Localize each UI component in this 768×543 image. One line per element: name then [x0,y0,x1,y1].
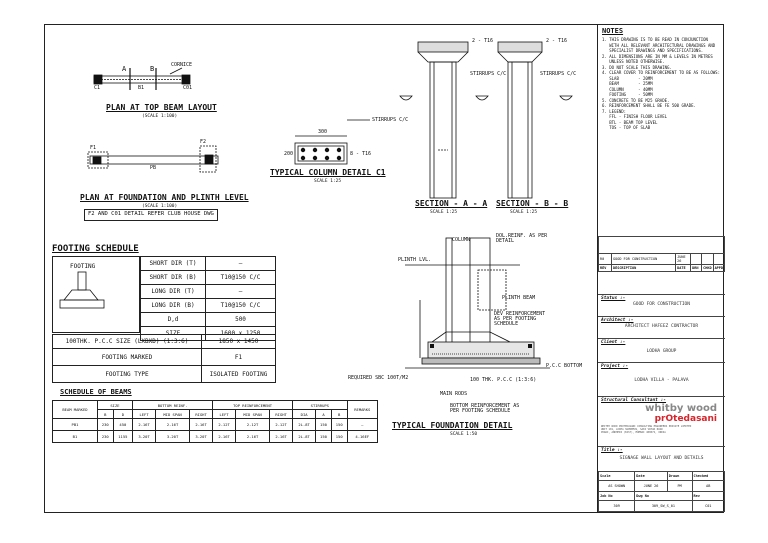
table-row: Scale Date Drawn Checked [597,471,726,481]
sec-a-bars: 2 - T16 [472,38,494,44]
footing-f1-outline [87,151,109,169]
footing-summary-table: 100THK. P.C.C SIZE (LXBXD) (1:3:6)1850 x… [52,334,276,383]
plan-top-title: PLAN AT TOP BEAM LAYOUT [106,103,217,112]
foundation-detail-title: TYPICAL FOUNDATION DETAIL [392,421,513,430]
found-column-label: COLUMN [452,237,471,243]
plan-foundation-title: PLAN AT FOUNDATION AND PLINTH LEVEL [80,193,249,202]
table-row: Job No Dwg No Rev [597,491,726,501]
col-dim-label: 200 [284,151,294,157]
found-dev-note: DEV REINFORCEMENT AS PER FOOTING SCHEDUL… [494,311,546,327]
section-a-column [429,61,457,199]
beam-schedule-title: SCHEDULE OF BEAMS [60,388,132,396]
sec-a-stirrups: STIRRUPS C/C [470,71,507,77]
column-detail-title: TYPICAL COLUMN DETAIL C1 [270,168,386,177]
found-plinth-label: PLINTH LVL. [398,257,432,263]
label-cornice: CORNICE [171,62,193,68]
label-c1: C1 [94,85,101,91]
revision-table: R0 GOOD FOR CONSTRUCTION JUNE 26 REV DES… [598,236,726,272]
table-row: LONG DIR (B)T10@150 C/C [140,298,276,313]
table-row: AS SHOWN JUNE 26 PM AB [597,480,726,492]
column-section [294,142,348,165]
label-a: A [122,65,127,73]
table-row: BEAM MARKED SIZE BOTTOM REINF. TOP REINF… [52,400,379,419]
plan-foundation-scale: (SCALE 1:100) [142,204,178,209]
table-row: LONG DIR (T)— [140,284,276,299]
col-bars-label: 8 - T16 [350,151,372,157]
title-section: Title :- SIGNAGE WALL LAYOUT AND DETAILS [598,446,725,467]
section-b-title: SECTION - B - B [496,199,569,208]
table-row: SHORT DIR (B)T10@150 C/C [140,270,276,285]
section-a-beam [417,41,469,53]
footing-slab [427,341,535,359]
footing-f2-outline [199,145,217,173]
table-row: REV DESCRIPTION DATE DRN CHKD APPD [598,264,726,272]
col-size-label: 300 [318,129,328,135]
label-f1: F1 [90,145,97,151]
logo-line1: whitby wood [645,403,717,414]
found-pcc-label: 100 THK. P.C.C (1:3:6) [470,377,537,383]
found-plinth-beam-label: PLINTH BEAM [502,295,536,301]
label-pb: PB [150,165,157,171]
column-detail-scale: SCALE 1:25 [314,179,342,184]
section-b-beam [497,41,543,53]
section-b-scale: SCALE 1:25 [510,210,538,215]
status-section: Status :- GOOD FOR CONSTRUCTION [598,294,725,315]
architect-section: Architect :- ARCHITECT HAFEEZ CONTRACTOR [598,316,725,337]
client-section: Client :- LODHA GROUP [598,338,725,361]
plan-foundation-note: F2 AND C01 DETAIL REFER CLUB HOUSE DWG [84,209,218,221]
label-f2: F2 [200,139,207,145]
beam-schedule-table: BEAM MARKED SIZE BOTTOM REINF. TOP REINF… [52,400,379,443]
found-pcc-bottom-label: P.C.C BOTTOM [546,363,583,369]
foundation-detail-scale: SCALE 1:50 [450,432,478,437]
table-row: 100THK. P.C.C SIZE (LXBXD) (1:3:6)1850 x… [52,334,276,349]
footing-schedule-table: SHORT DIR (T)— SHORT DIR (B)T10@150 C/C … [140,256,276,341]
pcc-bed [421,357,541,365]
notes-heading: NOTES [602,27,624,35]
sec-b-bars: 2 - T16 [546,38,568,44]
project-section: Project :- LODHA VILLA - PALAVA [598,362,725,395]
plinth-beam-outline [89,155,219,165]
label-b: B [150,65,155,73]
title-block: NOTES 1. THIS DRAWING IS TO BE READ IN C… [597,24,726,513]
found-bars-label: MAIN RODS [440,391,468,397]
label-b1: B1 [138,85,145,91]
label-c01: C01 [183,85,193,91]
footing-sketch-box [52,256,140,333]
notes-text: 1. THIS DRAWING IS TO BE READ IN CONJUNC… [602,37,721,130]
section-b-column [507,61,533,199]
table-row: SHORT DIR (T)— [140,256,276,271]
section-a-title: SECTION - A - A [415,199,488,208]
consultant-section: Structural Consultant :- whitby wood prO… [598,396,725,445]
meta-table: Scale Date Drawn Checked AS SHOWN JUNE 2… [597,471,726,512]
col-stirrups-label: STIRRUPS C/C [372,117,409,123]
drawing-canvas [59,41,573,369]
plan-top-scale: (SCALE 1:100) [142,114,178,119]
section-a-scale: SCALE 1:25 [430,210,458,215]
found-bottom-reinf-label: BOTTOM REINFORCEMENT AS PER FOOTING SCHE… [450,403,520,414]
logo-line2: prOtedasani [654,414,717,424]
footing-label: FOOTING [70,263,96,270]
table-row: 309 309_SW_S_01 C01 [597,500,726,512]
found-soil-label: REQUIRED SBC 100T/M2 [348,375,409,381]
found-colref-label: DOL.REINF. AS PER DETAIL [496,233,548,244]
sec-b-stirrups: STIRRUPS C/C [540,71,577,77]
table-row: R0 GOOD FOR CONSTRUCTION JUNE 26 [598,253,726,265]
footing-schedule-title: FOOTING SCHEDULE [52,244,139,254]
consultant-address: WHITBY WOOD PROTEDASANI CONSULTING ENGIN… [601,425,692,434]
